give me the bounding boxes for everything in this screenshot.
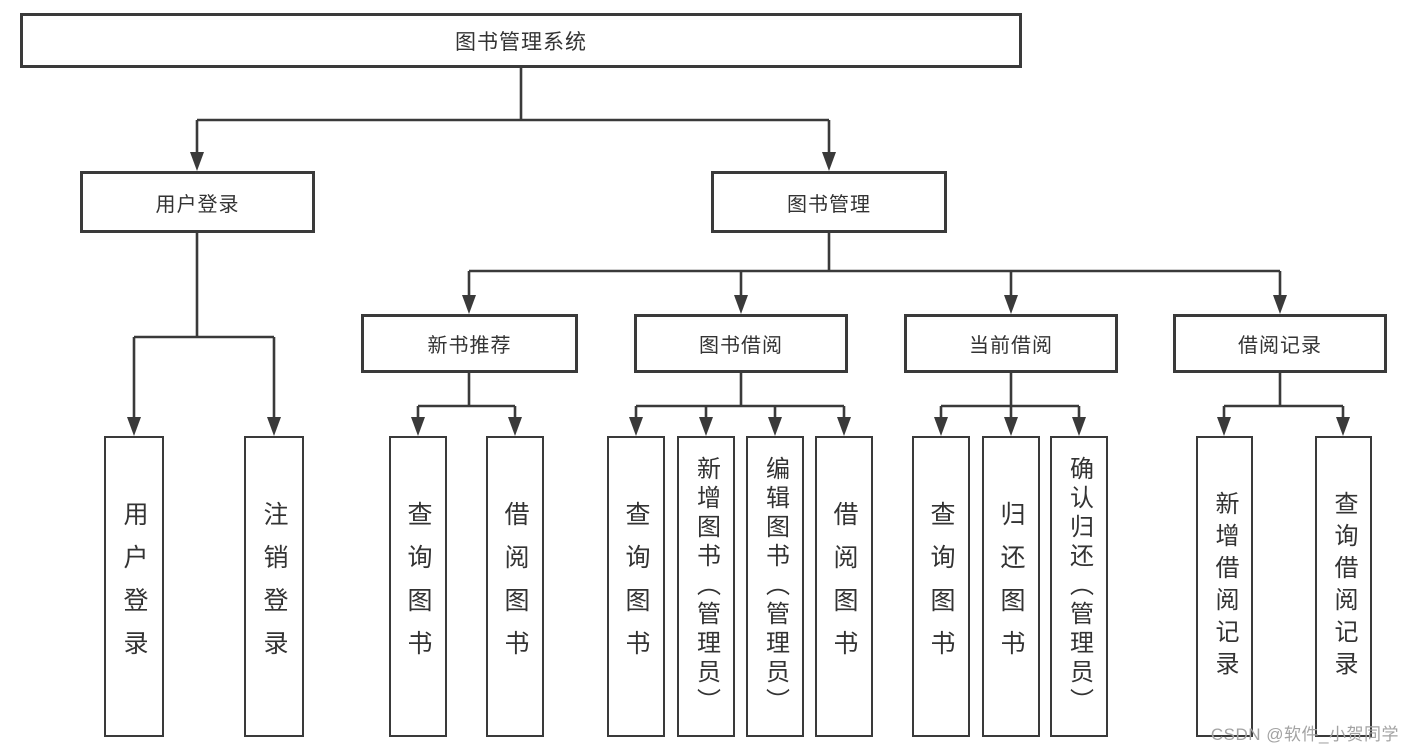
node-current-borrowing: 当前借阅 <box>904 314 1118 373</box>
leaf-return-books: 归还图书 <box>982 436 1040 737</box>
node-new-book-recommend: 新书推荐 <box>361 314 578 373</box>
leaf-user-login: 用户登录 <box>104 436 164 737</box>
leaf-add-borrow-record: 新增借阅记录 <box>1196 436 1253 737</box>
leaf-add-book-admin: 新增图书（管理员） <box>677 436 735 737</box>
leaf-borrow-books-recommend: 借阅图书 <box>486 436 544 737</box>
node-user-login: 用户登录 <box>80 171 315 233</box>
leaf-query-books-recommend: 查询图书 <box>389 436 447 737</box>
csdn-watermark: CSDN @软件_小贺同学 <box>1210 725 1399 744</box>
node-borrowing-records: 借阅记录 <box>1173 314 1387 373</box>
leaf-query-books-current: 查询图书 <box>912 436 970 737</box>
leaf-query-books-borrowing: 查询图书 <box>607 436 665 737</box>
leaf-borrow-books-borrowing: 借阅图书 <box>815 436 873 737</box>
leaf-logout: 注销登录 <box>244 436 304 737</box>
leaf-confirm-return-admin: 确认归还（管理员） <box>1050 436 1108 737</box>
node-book-management: 图书管理 <box>711 171 947 233</box>
leaf-edit-book-admin: 编辑图书（管理员） <box>746 436 804 737</box>
leaf-query-borrow-record: 查询借阅记录 <box>1315 436 1372 737</box>
node-book-borrowing: 图书借阅 <box>634 314 848 373</box>
node-root-library-system: 图书管理系统 <box>20 13 1022 68</box>
